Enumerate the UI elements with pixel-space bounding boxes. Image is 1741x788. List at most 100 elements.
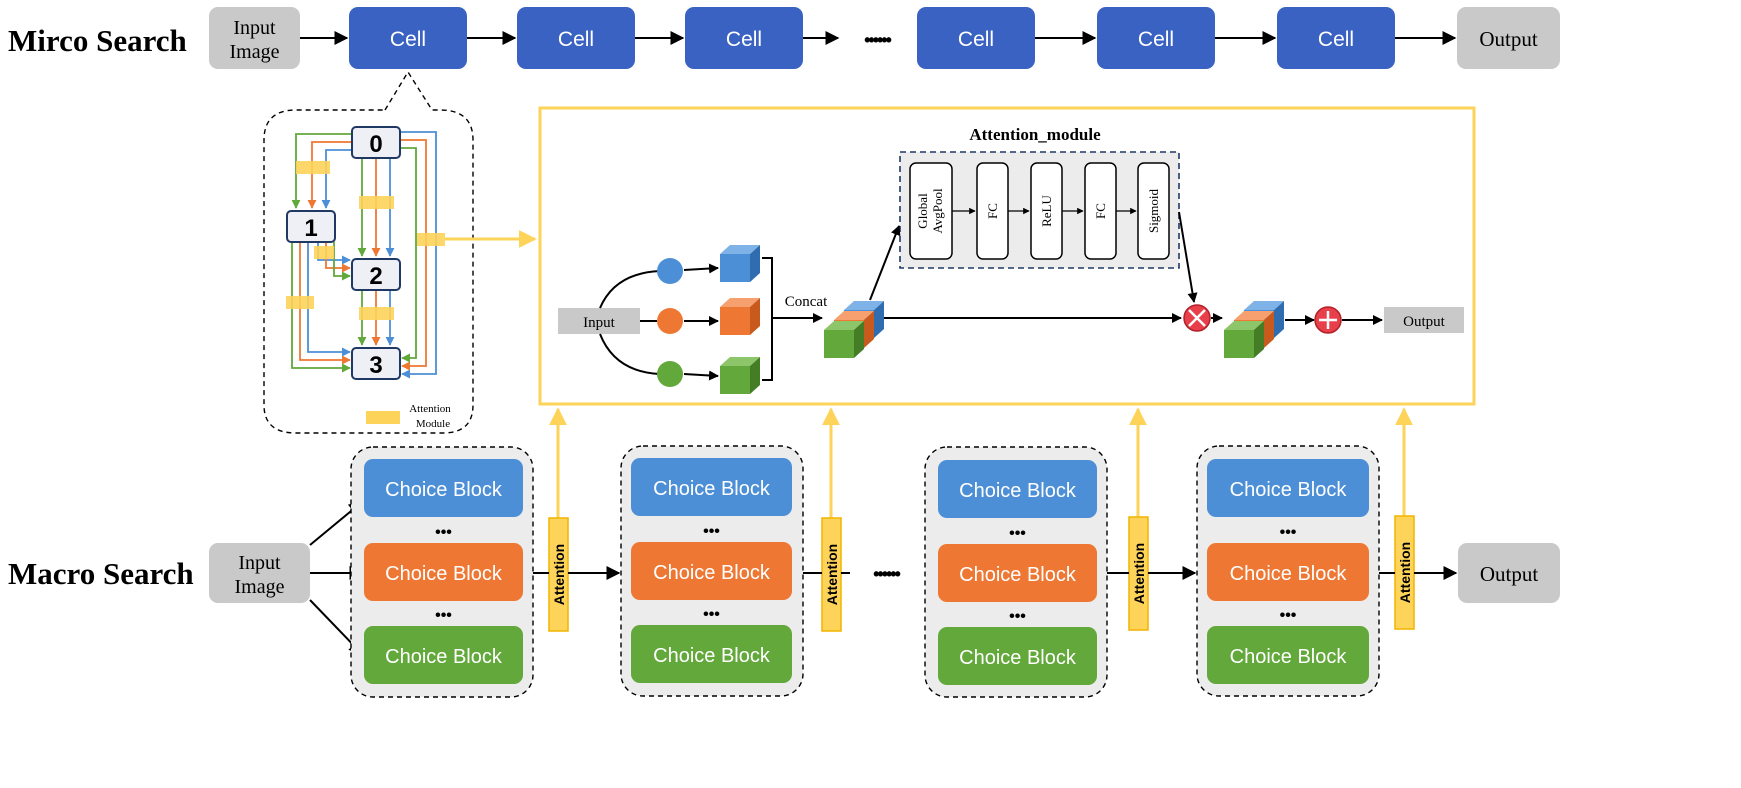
node-label: 2 bbox=[369, 263, 382, 290]
choice-block-green bbox=[364, 626, 523, 684]
cell-node-3: 3 bbox=[351, 347, 401, 380]
macro-output-label: Output bbox=[1480, 562, 1539, 586]
micro-ellipsis: •••••• bbox=[864, 30, 892, 50]
macro-ellipsis: •••••• bbox=[873, 564, 901, 584]
attention-input-box: Input bbox=[558, 308, 640, 334]
attention-input-label: Input bbox=[583, 315, 615, 331]
choice-block-label: Choice Block bbox=[385, 563, 503, 585]
choice-block-label: Choice Block bbox=[385, 479, 503, 501]
green-branch-node bbox=[657, 361, 683, 387]
choice-block-label: Choice Block bbox=[1230, 646, 1348, 668]
attention-bar-3: Attention bbox=[1128, 516, 1149, 631]
micro-cell-6: Cell bbox=[1277, 7, 1395, 69]
concat-label: Concat bbox=[785, 294, 828, 310]
attention-step-fc-1: FC bbox=[976, 162, 1009, 260]
choice-block-label: Choice Block bbox=[653, 562, 771, 584]
attention-bar-label: Attention bbox=[1131, 543, 1147, 604]
macro-output-box: Output bbox=[1458, 543, 1560, 603]
micro-output-label: Output bbox=[1479, 27, 1538, 51]
node-label: 3 bbox=[369, 352, 382, 379]
cell-node-0: 0 bbox=[351, 126, 401, 159]
macro-input-label-2: Image bbox=[235, 576, 285, 598]
attention-up-arrows bbox=[549, 407, 1413, 518]
cell-legend: Attention Module bbox=[366, 403, 451, 430]
cell-detail-callout bbox=[263, 70, 474, 434]
macro-input-label-1: Input bbox=[238, 552, 281, 574]
step-label: FC bbox=[1093, 203, 1108, 219]
output-feature-stack bbox=[1224, 301, 1284, 358]
micro-cell-4: Cell bbox=[917, 7, 1035, 69]
legend-label-2: Module bbox=[416, 418, 450, 430]
choice-dots: ••• bbox=[435, 524, 452, 541]
concat-feature-stack bbox=[824, 301, 884, 358]
step-label: Sigmoid bbox=[1146, 188, 1161, 233]
choice-dots: ••• bbox=[435, 607, 452, 624]
choice-block-label: Choice Block bbox=[385, 646, 503, 668]
choice-group-3: Choice Block ••• Choice Block ••• Choice… bbox=[924, 446, 1108, 698]
choice-block-label: Choice Block bbox=[653, 478, 771, 500]
choice-block-orange bbox=[938, 544, 1097, 602]
attention-step-relu: ReLU bbox=[1030, 162, 1063, 260]
cell-label: Cell bbox=[1138, 28, 1174, 51]
attention-module-title: Attention_module bbox=[969, 125, 1101, 144]
cell-label: Cell bbox=[558, 28, 594, 51]
choice-block-blue bbox=[938, 460, 1097, 518]
choice-dots: ••• bbox=[1009, 608, 1026, 625]
micro-cell-1: Cell bbox=[349, 7, 467, 69]
step-label: FC bbox=[985, 203, 1000, 219]
choice-group-4: Choice Block ••• Choice Block ••• Choice… bbox=[1196, 445, 1380, 697]
attention-bar-2: Attention bbox=[821, 517, 842, 632]
choice-dots: ••• bbox=[1280, 524, 1297, 541]
cell-label: Cell bbox=[1318, 28, 1354, 51]
choice-block-green bbox=[1207, 626, 1369, 684]
choice-block-orange bbox=[364, 543, 523, 601]
blue-feature-cube bbox=[720, 245, 760, 282]
multiply-operator-icon bbox=[1183, 304, 1211, 332]
choice-dots: ••• bbox=[703, 523, 720, 540]
attention-step-fc-2: FC bbox=[1084, 162, 1117, 260]
orange-feature-cube bbox=[720, 298, 760, 335]
choice-group-1: Choice Block ••• Choice Block ••• Choice… bbox=[350, 446, 534, 698]
choice-block-label: Choice Block bbox=[653, 645, 771, 667]
cell-node-2: 2 bbox=[351, 258, 401, 291]
micro-input-box: Input Image bbox=[209, 7, 300, 69]
choice-block-orange bbox=[1207, 543, 1369, 601]
micro-search-title: Mirco Search bbox=[8, 23, 187, 58]
choice-block-label: Choice Block bbox=[1230, 563, 1348, 585]
choice-block-orange bbox=[631, 542, 792, 600]
choice-block-green bbox=[938, 627, 1097, 685]
micro-cell-3: Cell bbox=[685, 7, 803, 69]
node-label: 1 bbox=[304, 215, 317, 242]
cell-attention-markers bbox=[286, 161, 445, 320]
attention-detail-frame bbox=[538, 106, 1476, 406]
attention-bar-label: Attention bbox=[824, 544, 840, 605]
choice-dots: ••• bbox=[1280, 607, 1297, 624]
green-feature-cube bbox=[720, 357, 760, 394]
cell-label: Cell bbox=[726, 28, 762, 51]
attention-bar-label: Attention bbox=[551, 544, 567, 605]
cell-label: Cell bbox=[390, 28, 426, 51]
choice-block-blue bbox=[631, 458, 792, 516]
step-label: ReLU bbox=[1039, 195, 1054, 227]
blue-branch-node bbox=[657, 258, 683, 284]
attention-branch-lines bbox=[599, 257, 823, 381]
orange-branch-node bbox=[657, 308, 683, 334]
node-label: 0 bbox=[369, 131, 382, 158]
micro-input-label-1: Input bbox=[233, 17, 276, 39]
attention-step-avgpool: Global AvgPool bbox=[909, 162, 953, 260]
add-operator-icon bbox=[1314, 306, 1342, 334]
choice-dots: ••• bbox=[1009, 525, 1026, 542]
legend-label-1: Attention bbox=[409, 403, 451, 415]
choice-block-green bbox=[631, 625, 792, 683]
cell-label: Cell bbox=[958, 28, 994, 51]
choice-dots: ••• bbox=[703, 606, 720, 623]
choice-block-blue bbox=[1207, 459, 1369, 517]
attention-bar-4: Attention bbox=[1394, 515, 1415, 630]
choice-block-blue bbox=[364, 459, 523, 517]
choice-block-label: Choice Block bbox=[1230, 479, 1348, 501]
micro-cell-2: Cell bbox=[517, 7, 635, 69]
macro-search-title: Macro Search bbox=[8, 556, 194, 591]
cell-node-1: 1 bbox=[286, 210, 336, 243]
choice-block-label: Choice Block bbox=[959, 647, 1077, 669]
